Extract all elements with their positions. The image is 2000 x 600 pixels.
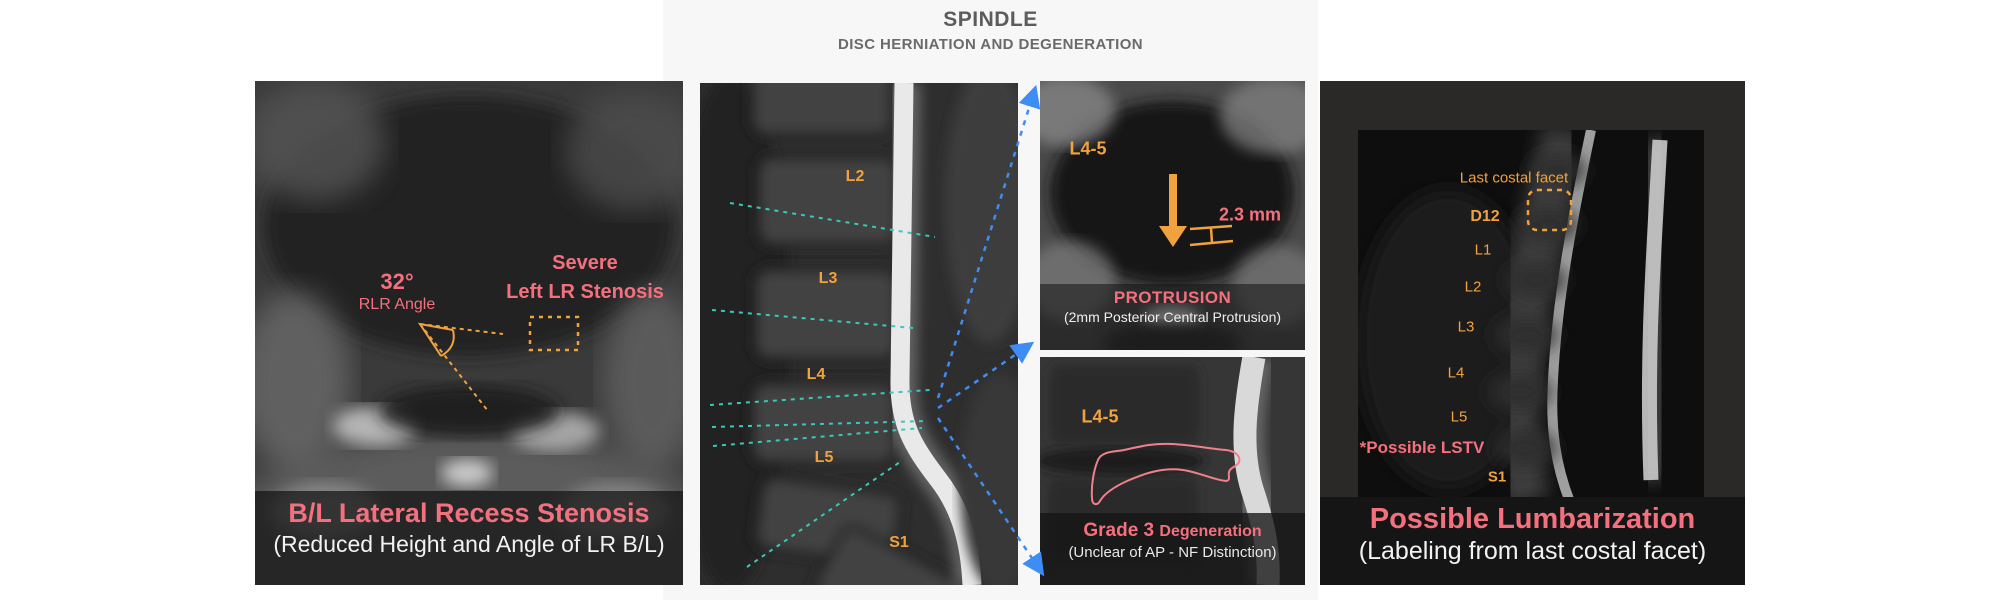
degeneration-level-label: L4-5 bbox=[1081, 406, 1119, 427]
vertebra-label-l2: L2 bbox=[845, 168, 865, 185]
sagittal-overview-panel: L2 L3 L4 L5 S1 bbox=[700, 83, 1018, 585]
lumbarization-caption-subtitle: (Labeling from last costal facet) bbox=[1358, 537, 1707, 565]
axial-stenosis-panel: 32° RLR Angle Severe Left LR Stenosis B/… bbox=[255, 81, 683, 585]
angle-value-label: 32° bbox=[380, 269, 414, 294]
vertebra-label-s1: S1 bbox=[1487, 468, 1507, 486]
angle-name-label: RLR Angle bbox=[358, 296, 436, 313]
vertebra-label-s1: S1 bbox=[889, 534, 909, 551]
vertebra-label-l2: L2 bbox=[1464, 278, 1482, 296]
sagittal-mri-image bbox=[700, 83, 1018, 585]
page-title: SPINDLE bbox=[943, 8, 1038, 31]
vertebra-label-l3: L3 bbox=[1457, 318, 1475, 336]
lumbarization-caption-band: Possible Lumbarization (Labeling from la… bbox=[1320, 497, 1745, 585]
vertebra-label-l1: L1 bbox=[1474, 241, 1492, 259]
finding-label-line2: Left LR Stenosis bbox=[506, 281, 664, 303]
lumbarization-caption-title: Possible Lumbarization bbox=[1369, 503, 1696, 535]
protrusion-level-label: L4-5 bbox=[1069, 138, 1107, 159]
page-subtitle: DISC HERNIATION AND DEGENERATION bbox=[837, 36, 1144, 53]
axial-caption-title: B/L Lateral Recess Stenosis bbox=[288, 498, 650, 528]
vertebra-label-l3: L3 bbox=[818, 270, 838, 287]
vertebra-label-l5: L5 bbox=[814, 449, 834, 466]
protrusion-measurement-label: 2.3 mm bbox=[1218, 204, 1282, 225]
axial-caption-subtitle: (Reduced Height and Angle of LR B/L) bbox=[273, 531, 665, 557]
degeneration-caption-word: Degeneration bbox=[1159, 523, 1262, 540]
lumbarization-panel: Last costal facet D12 L1 L2 L3 L4 L5 *Po… bbox=[1320, 81, 1745, 585]
degeneration-panel: L4-5 Grade 3 Degeneration (Unclear of AP… bbox=[1040, 357, 1305, 585]
degeneration-caption-grade: Grade 3 bbox=[1083, 520, 1155, 541]
protrusion-caption-subtitle: (2mm Posterior Central Protrusion) bbox=[1063, 309, 1282, 325]
protrusion-panel: L4-5 2.3 mm PROTRUSION (2mm Posterior Ce… bbox=[1040, 81, 1305, 350]
vertebra-label-l5: L5 bbox=[1450, 408, 1468, 426]
last-costal-facet-label: Last costal facet bbox=[1459, 169, 1569, 187]
protrusion-caption-title: PROTRUSION bbox=[1113, 288, 1232, 307]
degeneration-caption-band: Grade 3 Degeneration (Unclear of AP - NF… bbox=[1040, 513, 1305, 585]
whole-spine-mri-image bbox=[1358, 130, 1704, 502]
finding-label-line1: Severe bbox=[552, 252, 618, 274]
possible-lstv-label: *Possible LSTV bbox=[1359, 438, 1485, 457]
vertebra-label-l4: L4 bbox=[806, 366, 826, 383]
protrusion-caption-band: PROTRUSION (2mm Posterior Central Protru… bbox=[1040, 284, 1305, 350]
vertebra-label-d12: D12 bbox=[1470, 208, 1500, 225]
axial-caption-band: B/L Lateral Recess Stenosis (Reduced Hei… bbox=[255, 491, 683, 585]
vertebra-label-l4: L4 bbox=[1447, 364, 1465, 382]
degeneration-caption-subtitle: (Unclear of AP - NF Distinction) bbox=[1068, 544, 1277, 561]
